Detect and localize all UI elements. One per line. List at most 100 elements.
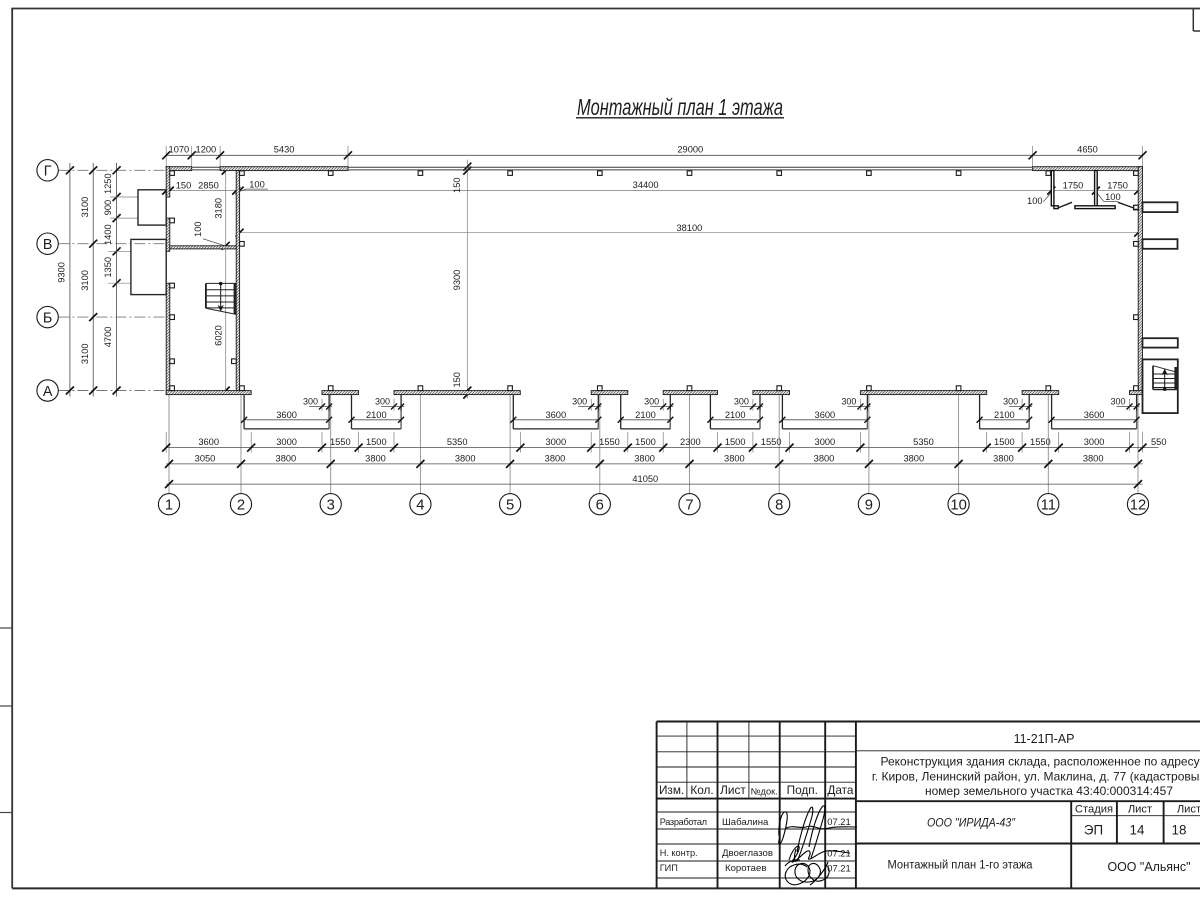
- svg-text:3000: 3000: [1084, 437, 1105, 447]
- svg-text:Реконструкция здания склада, р: Реконструкция здания склада, расположенн…: [881, 754, 1200, 768]
- svg-text:07.21: 07.21: [827, 848, 850, 859]
- svg-text:3600: 3600: [815, 410, 836, 420]
- svg-text:11: 11: [1041, 498, 1056, 514]
- svg-text:150: 150: [452, 177, 462, 193]
- svg-text:3000: 3000: [276, 437, 297, 447]
- svg-text:Двоеглазов: Двоеглазов: [722, 848, 773, 859]
- svg-text:4650: 4650: [1077, 144, 1098, 154]
- svg-text:07.21: 07.21: [827, 816, 850, 827]
- svg-text:100: 100: [249, 179, 265, 189]
- svg-text:Дата: Дата: [827, 783, 854, 797]
- svg-text:1750: 1750: [1107, 181, 1128, 191]
- svg-text:3800: 3800: [814, 453, 835, 463]
- svg-text:номер земельного участка 43:40: номер земельного участка 43:40:000314:45…: [925, 784, 1173, 798]
- svg-text:1500: 1500: [635, 437, 656, 447]
- svg-text:300: 300: [1110, 397, 1125, 407]
- svg-text:1400: 1400: [103, 224, 113, 245]
- svg-text:14: 14: [1130, 823, 1145, 838]
- svg-text:6020: 6020: [214, 325, 224, 346]
- svg-text:Монтажный план 1-го этажа: Монтажный план 1-го этажа: [888, 860, 1034, 872]
- svg-text:3000: 3000: [815, 437, 836, 447]
- svg-text:2: 2: [237, 498, 245, 514]
- svg-text:1500: 1500: [994, 437, 1015, 447]
- svg-text:3600: 3600: [276, 410, 297, 420]
- svg-text:3050: 3050: [195, 453, 216, 463]
- svg-text:3600: 3600: [1084, 410, 1105, 420]
- svg-text:1250: 1250: [103, 173, 113, 194]
- svg-text:ГИП: ГИП: [660, 863, 678, 873]
- svg-text:3600: 3600: [198, 437, 219, 447]
- svg-text:3800: 3800: [455, 453, 476, 463]
- svg-text:ЭП: ЭП: [1084, 823, 1103, 838]
- svg-text:3800: 3800: [276, 453, 297, 463]
- svg-text:1070: 1070: [169, 144, 190, 154]
- svg-text:Б: Б: [43, 310, 52, 326]
- svg-text:300: 300: [841, 397, 856, 407]
- svg-text:3800: 3800: [545, 453, 566, 463]
- svg-text:300: 300: [303, 397, 318, 407]
- svg-text:300: 300: [375, 397, 390, 407]
- svg-text:Стадия: Стадия: [1075, 803, 1113, 815]
- svg-text:5: 5: [506, 498, 514, 514]
- svg-text:2100: 2100: [725, 410, 746, 420]
- svg-text:Коротаев: Коротаев: [725, 863, 766, 874]
- svg-text:3800: 3800: [1083, 453, 1104, 463]
- svg-text:3800: 3800: [993, 453, 1014, 463]
- svg-text:1550: 1550: [761, 437, 782, 447]
- svg-text:1550: 1550: [599, 437, 620, 447]
- svg-text:150: 150: [452, 372, 462, 388]
- svg-text:550: 550: [1151, 437, 1167, 447]
- svg-text:300: 300: [1003, 397, 1018, 407]
- svg-text:Листов: Листов: [1177, 803, 1200, 815]
- svg-text:3600: 3600: [545, 410, 566, 420]
- svg-text:3800: 3800: [365, 453, 386, 463]
- svg-text:2100: 2100: [366, 410, 387, 420]
- svg-text:4700: 4700: [103, 327, 113, 348]
- svg-text:2850: 2850: [198, 181, 219, 191]
- svg-text:Разработал: Разработал: [660, 817, 707, 827]
- svg-text:4: 4: [416, 498, 424, 514]
- svg-text:ООО "ИРИДА-43": ООО "ИРИДА-43": [927, 816, 1016, 830]
- svg-text:38100: 38100: [676, 223, 702, 233]
- svg-text:1: 1: [165, 498, 173, 514]
- svg-text:5350: 5350: [447, 437, 468, 447]
- svg-text:3: 3: [327, 498, 335, 514]
- svg-text:1500: 1500: [366, 437, 387, 447]
- svg-text:1750: 1750: [1063, 181, 1084, 191]
- svg-text:1350: 1350: [103, 257, 113, 278]
- svg-text:12: 12: [1130, 498, 1146, 514]
- svg-text:300: 300: [572, 397, 587, 407]
- svg-text:2100: 2100: [635, 410, 656, 420]
- svg-text:07.21: 07.21: [827, 863, 850, 874]
- svg-text:2300: 2300: [680, 437, 701, 447]
- svg-text:ООО "Альянс": ООО "Альянс": [1108, 859, 1191, 874]
- svg-text:29000: 29000: [677, 144, 703, 154]
- svg-text:3100: 3100: [80, 343, 90, 364]
- svg-text:А: А: [43, 384, 53, 400]
- svg-text:Н. контр.: Н. контр.: [660, 848, 698, 858]
- svg-text:9: 9: [865, 498, 873, 514]
- svg-text:Подп.: Подп.: [787, 783, 818, 797]
- svg-text:3100: 3100: [80, 270, 90, 291]
- svg-text:Шабалина: Шабалина: [722, 817, 769, 828]
- svg-text:Лист: Лист: [1128, 803, 1152, 815]
- svg-text:1550: 1550: [330, 437, 351, 447]
- svg-text:3180: 3180: [214, 198, 224, 219]
- svg-text:г. Киров, Ленинский район, ул.: г. Киров, Ленинский район, ул. Маклина, …: [872, 770, 1200, 784]
- svg-text:Кол.: Кол.: [690, 783, 713, 797]
- svg-text:Лист: Лист: [720, 783, 746, 797]
- svg-text:6: 6: [596, 498, 604, 514]
- svg-text:3800: 3800: [724, 453, 745, 463]
- svg-text:5430: 5430: [274, 144, 295, 154]
- svg-text:3800: 3800: [903, 453, 924, 463]
- svg-text:300: 300: [644, 397, 659, 407]
- svg-text:1550: 1550: [1030, 437, 1051, 447]
- svg-text:100: 100: [193, 221, 203, 237]
- svg-text:100: 100: [1027, 196, 1043, 206]
- svg-text:3800: 3800: [634, 453, 655, 463]
- svg-text:7: 7: [685, 498, 693, 514]
- svg-text:9300: 9300: [57, 262, 67, 283]
- svg-text:1500: 1500: [725, 437, 746, 447]
- svg-text:150: 150: [176, 181, 192, 191]
- svg-text:18: 18: [1172, 823, 1187, 838]
